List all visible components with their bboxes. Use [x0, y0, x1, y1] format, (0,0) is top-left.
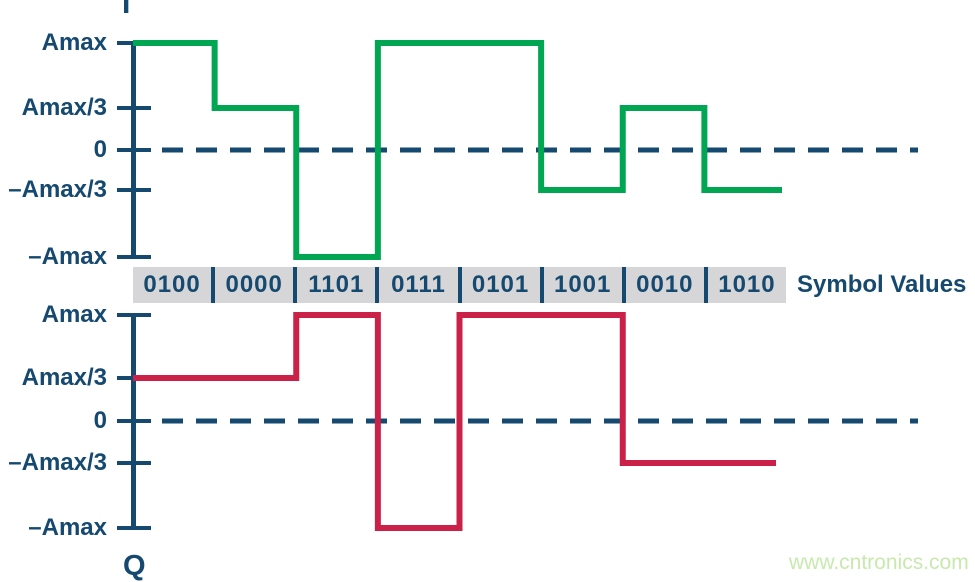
axis-tick-label: –Amax [28, 514, 107, 541]
symbol-cell: 1101 [297, 267, 380, 303]
watermark-text: www.cntronics.com [789, 551, 969, 574]
symbol-cell: 1001 [544, 267, 626, 303]
axis-tick-label: Amax/3 [21, 364, 107, 391]
symbol-cell: 0100 [133, 267, 216, 303]
axis-tick-label: 0 [93, 136, 107, 163]
axis-tick-label: Amax/3 [21, 94, 107, 121]
axis-tick-label: Amax [41, 301, 107, 328]
symbol-cell: 0101 [462, 267, 544, 303]
i-channel-label: I [122, 0, 131, 20]
axis-tick-label: –Amax/3 [8, 449, 107, 476]
axis-tick-label: –Amax/3 [8, 176, 107, 203]
symbol-values-caption: Symbol Values [797, 271, 967, 298]
symbol-cell: 0010 [626, 267, 708, 303]
axis-tick-label: –Amax [28, 243, 107, 270]
axis-tick-label: Amax [41, 29, 107, 56]
axis-tick-label: 0 [93, 407, 107, 434]
symbol-cell: 1010 [718, 271, 776, 298]
q-channel-label: Q [123, 550, 146, 582]
symbol-cell: 0111 [379, 267, 462, 303]
symbol-cell: 0000 [215, 267, 298, 303]
